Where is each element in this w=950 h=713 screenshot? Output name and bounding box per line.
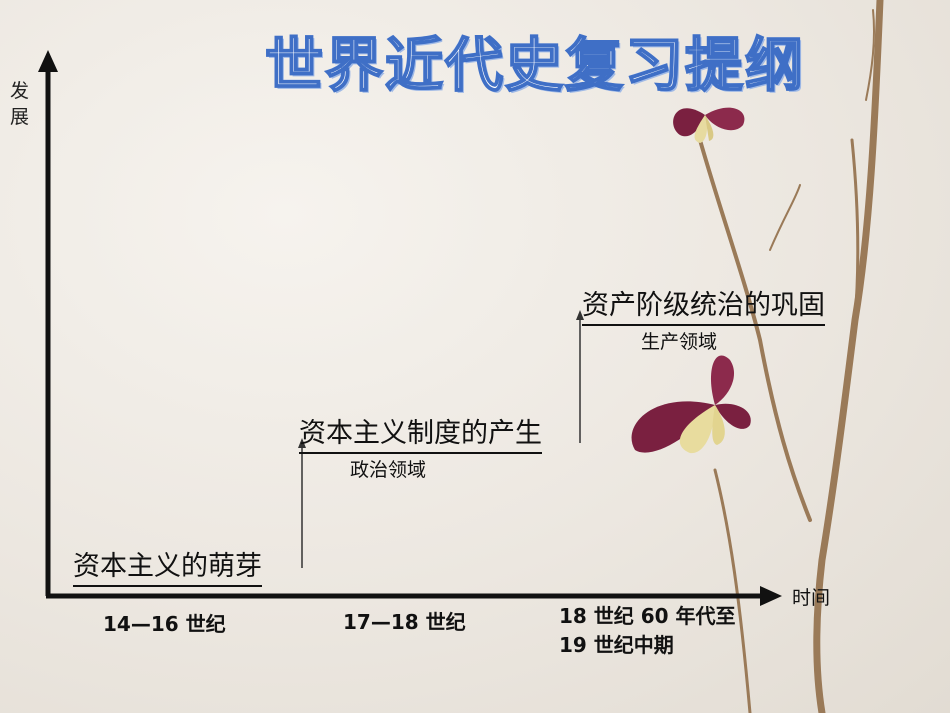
stage-3-domain: 生产领域 bbox=[641, 331, 718, 353]
branch-twig-1 bbox=[850, 138, 860, 322]
stage-3-label: 资产阶级统治的巩固 bbox=[582, 283, 825, 326]
stage-3-period-line2: 19 世纪中期 bbox=[559, 633, 674, 657]
branch-twig-4 bbox=[865, 9, 875, 101]
branch-twig-3 bbox=[713, 468, 752, 713]
stage-1-label: 资本主义的萌芽 bbox=[73, 544, 262, 587]
butterfly-bottom bbox=[631, 355, 751, 454]
x-axis-arrow bbox=[760, 586, 782, 606]
butterfly-top bbox=[673, 107, 745, 143]
step-arrow-1 bbox=[298, 438, 306, 448]
y-axis-arrow bbox=[38, 50, 58, 72]
step-arrow-2 bbox=[576, 310, 584, 320]
branch-main bbox=[813, 0, 884, 713]
stage-2-label: 资本主义制度的产生 bbox=[299, 411, 542, 454]
page-title: 世界近代史复习提纲 bbox=[264, 30, 806, 100]
stage-3-period-line1: 18 世纪 60 年代至 bbox=[559, 604, 736, 628]
stage-2-period: 17—18 世纪 bbox=[343, 610, 466, 634]
stage-2-domain: 政治领域 bbox=[350, 459, 427, 481]
y-axis-label: 发展 bbox=[10, 80, 30, 128]
branch-left bbox=[698, 138, 812, 522]
x-axis-label: 时间 bbox=[792, 587, 831, 609]
stage-1-period: 14—16 世纪 bbox=[103, 612, 226, 636]
branch-twig-2 bbox=[769, 184, 801, 251]
